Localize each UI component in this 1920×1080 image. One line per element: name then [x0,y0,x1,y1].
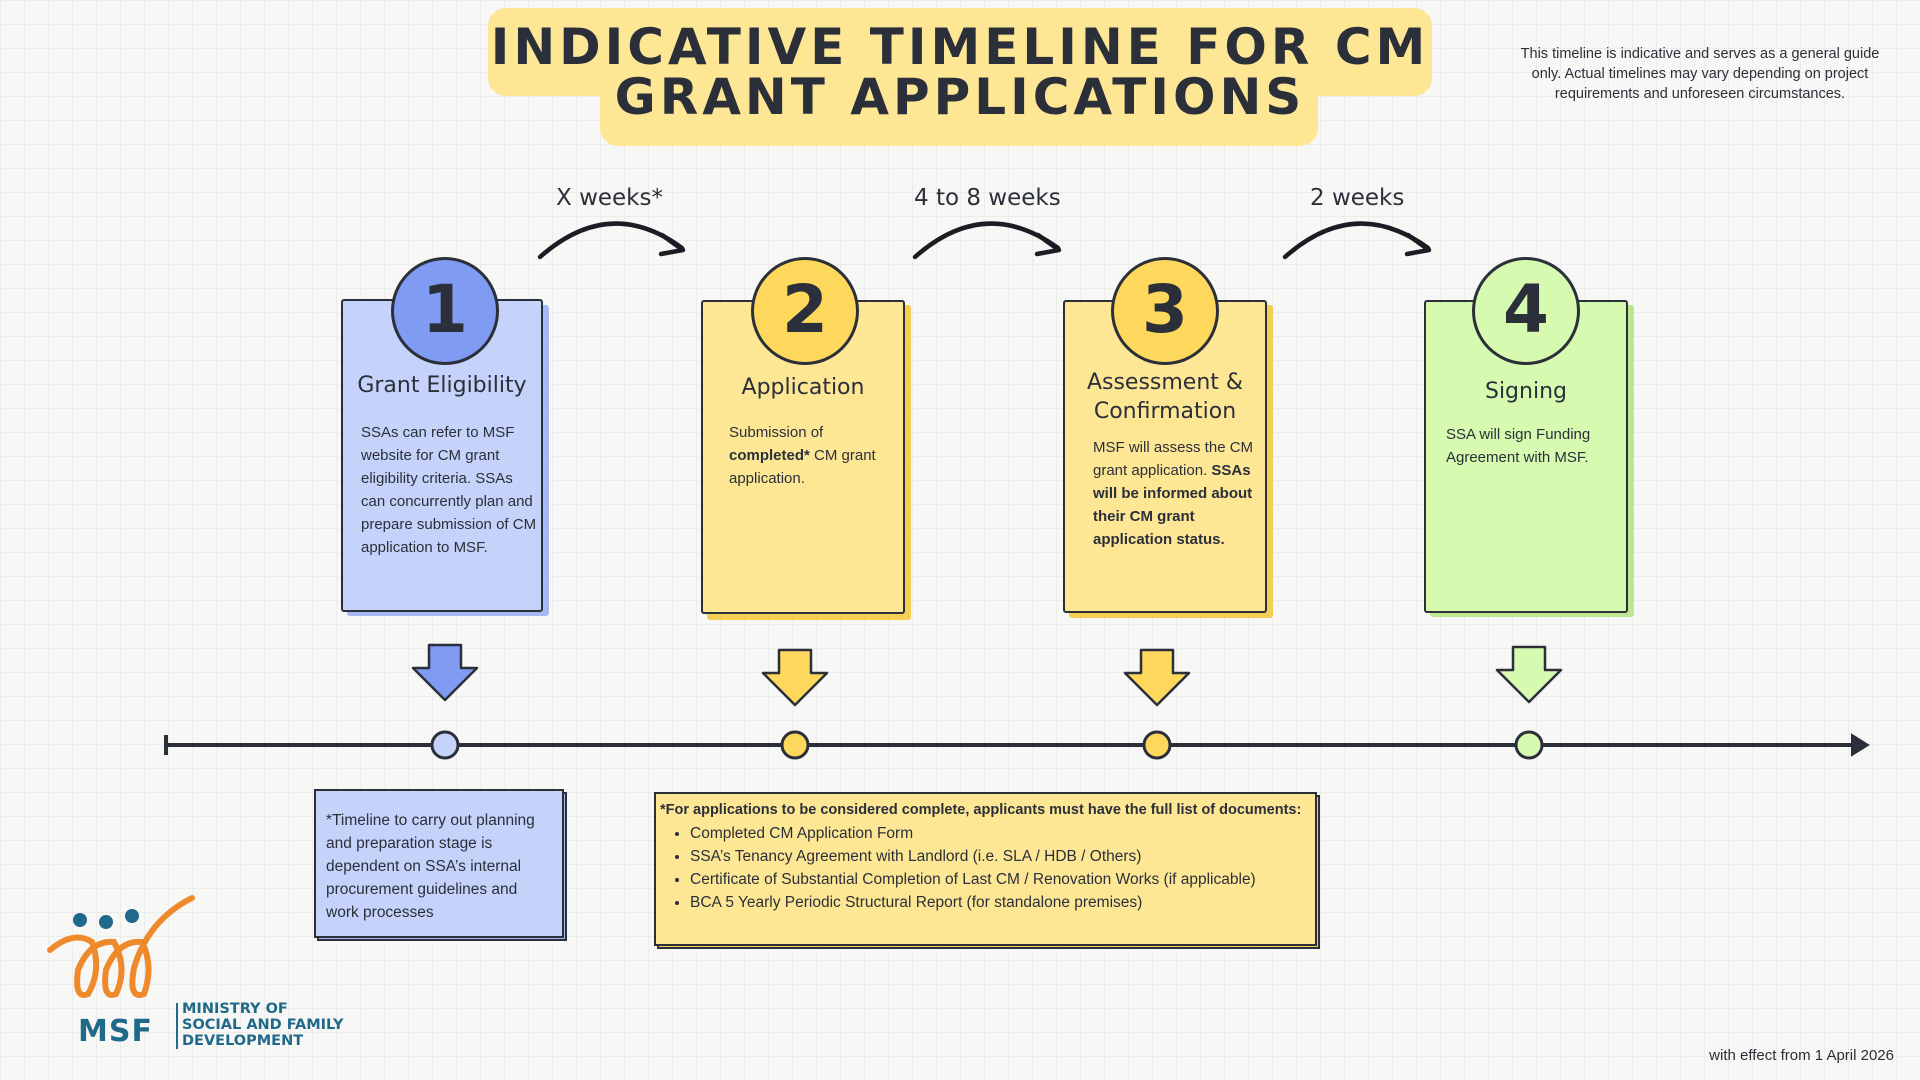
effective-date: with effect from 1 April 2026 [1709,1047,1894,1064]
disclaimer-text: This timeline is indicative and serves a… [1520,46,1880,102]
logo-line-2: SOCIAL AND FAMILY [182,1017,344,1033]
documents-note-heading: *For applications to be considered compl… [660,802,1302,818]
curved-arrow-2-head [1034,232,1062,257]
logo-line-1: MINISTRY OF [182,1001,288,1017]
step-body-1: SSAs can refer to MSF website for CM gra… [361,424,537,556]
msf-logo-abbr: MSF [78,1014,153,1049]
logo-divider [176,1003,178,1049]
step-title-1: Grant Eligibility [357,373,527,398]
title-line-1: INDICATIVE TIMELINE FOR CM [490,18,1430,76]
documents-list-item: BCA 5 Yearly Periodic Structural Report … [690,891,1307,914]
down-arrow-2 [761,648,829,707]
duration-label-3: 2 weeks [1310,185,1405,211]
step-card-4: Signing SSA will sign Funding Agreement … [1424,300,1628,613]
down-arrow-4 [1495,645,1563,704]
step-number-2: 2 [751,257,859,365]
timeline-dot-3 [1142,730,1172,760]
step-number-3: 3 [1111,257,1219,365]
curved-arrow-1-head [658,232,686,257]
page-title: INDICATIVE TIMELINE FOR CM GRANT APPLICA… [470,22,1450,122]
title-line-2: GRANT APPLICATIONS [614,68,1306,126]
timeline-dot-4 [1514,730,1544,760]
step-title-2: Application [741,375,865,400]
msf-logo-name: MINISTRY OF SOCIAL AND FAMILY DEVELOPMEN… [182,1001,344,1049]
step-body-2-bold: completed* [729,447,810,464]
down-arrow-3 [1123,648,1191,707]
step-number-4: 4 [1472,257,1580,365]
step-body-4: SSA will sign Funding Agreement with MSF… [1446,426,1591,466]
curved-arrow-3-head [1404,232,1432,257]
step-title-4: Signing [1484,379,1567,404]
documents-list-item: Certificate of Substantial Completion of… [690,868,1307,891]
step-body-3-pre: MSF will assess the CM grant application… [1093,439,1254,479]
documents-list-item: Completed CM Application Form [690,822,1307,845]
step-body-3: MSF will assess the CM grant application… [1093,436,1263,551]
timeline-arrowhead [1851,733,1870,757]
step-body-3-bold: SSAs will be informed about their CM gra… [1093,462,1253,548]
step-number-1: 1 [391,257,499,365]
logo-line-3: DEVELOPMENT [182,1033,304,1049]
step-title-3: Assessment & Confirmation [1086,370,1244,424]
step-body-2-pre: Submission of [729,424,824,441]
duration-label-1: X weeks* [556,185,663,211]
duration-label-2: 4 to 8 weeks [914,185,1061,211]
timeline-dot-1 [430,730,460,760]
title-banner-lower [600,70,1318,146]
planning-note: *Timeline to carry out planning and prep… [314,789,564,938]
planning-note-text: *Timeline to carry out planning and prep… [326,812,535,921]
step-body-2: Submission of completed* CM grant applic… [729,421,899,490]
step-body-2-post: CM grant application. [729,447,876,487]
down-arrow-1 [411,643,479,702]
timeline-dot-2 [780,730,810,760]
documents-list: Completed CM Application Form SSA’s Tena… [660,822,1307,914]
documents-list-item: SSA’s Tenancy Agreement with Landlord (i… [690,845,1307,868]
msf-logo-mark [47,895,195,998]
documents-note: *For applications to be considered compl… [654,792,1317,946]
